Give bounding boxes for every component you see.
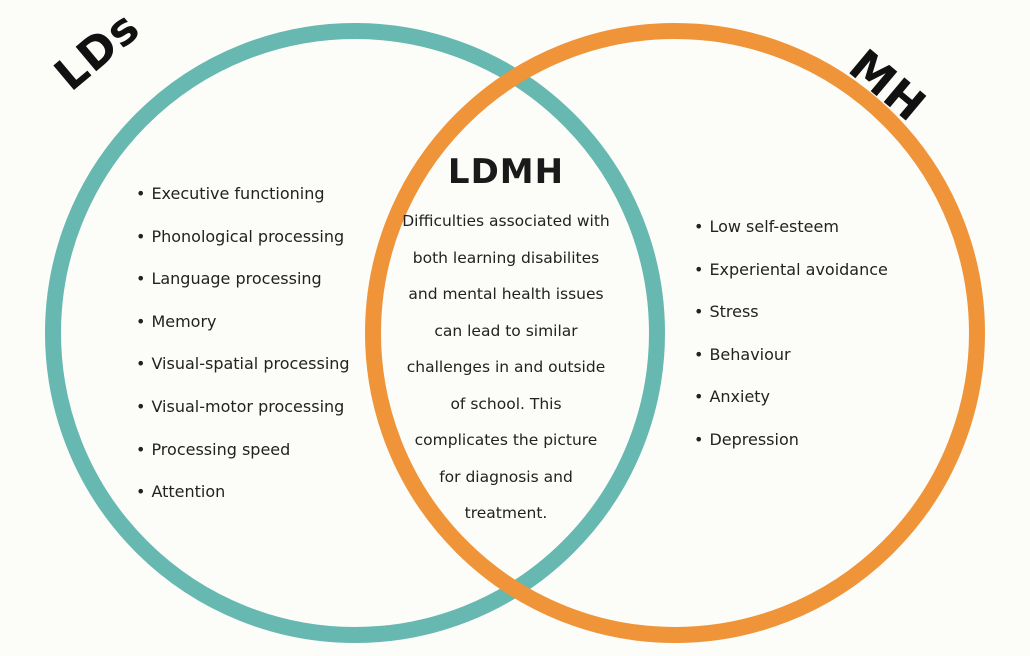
list-item: Visual-spatial processing xyxy=(136,343,349,386)
list-item: Memory xyxy=(136,301,350,344)
right-circle xyxy=(365,23,985,643)
list-item: Behaviour xyxy=(694,334,888,377)
list-item: Low self-esteem xyxy=(694,206,888,249)
list-item: Executive functioning xyxy=(136,173,350,216)
list-item: Anxiety xyxy=(694,376,888,419)
list-item: Stress xyxy=(694,291,888,334)
list-item: Language processing xyxy=(136,258,350,301)
list-item: Processing speed xyxy=(136,429,350,472)
list-item: Experiental avoidance xyxy=(694,249,887,292)
overlap-title: LDMH xyxy=(447,152,565,192)
left-item-list: Executive functioning Phonological proce… xyxy=(136,173,350,514)
right-item-list: Low self-esteem Experiental avoidance St… xyxy=(694,206,888,462)
left-circle xyxy=(45,23,665,643)
list-item: Depression xyxy=(694,419,888,462)
overlap-description: Difficulties associated with both learni… xyxy=(402,212,610,522)
list-item: Attention xyxy=(136,471,350,514)
list-item: Visual-motor processing xyxy=(136,386,350,429)
list-item: Phonological processing xyxy=(136,216,350,259)
